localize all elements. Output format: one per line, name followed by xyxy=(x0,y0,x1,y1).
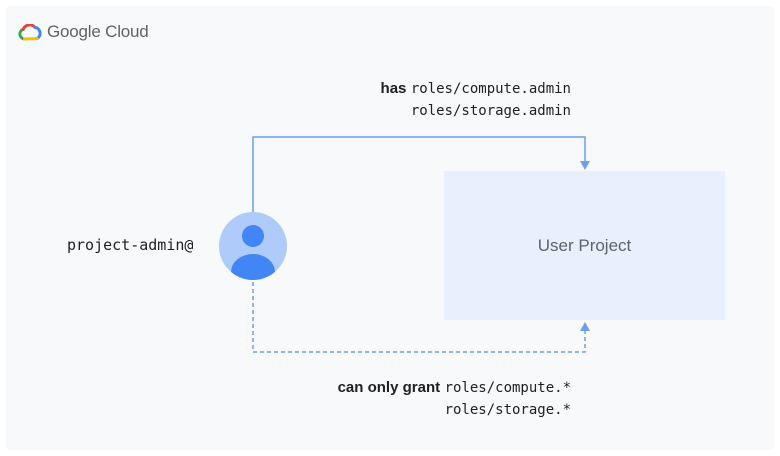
grant-role-2: roles/storage.* xyxy=(444,402,571,418)
logo-text: Google Cloud xyxy=(47,22,149,41)
grant-roles-arrow xyxy=(252,282,586,353)
google-cloud-logo-icon xyxy=(18,23,42,40)
user-project-box: User Project xyxy=(444,171,725,320)
grant-keyword: can only grant xyxy=(337,379,441,396)
principal-label: project-admin@ xyxy=(67,236,194,254)
person-avatar-icon xyxy=(219,212,287,280)
google-cloud-logo: Google Cloud xyxy=(18,22,149,42)
grant-roles-arrowhead xyxy=(580,322,590,331)
has-role-1: roles/compute.admin xyxy=(410,81,571,97)
has-roles-arrowhead xyxy=(580,161,590,170)
has-roles-label: has roles/compute.admin roles/storage.ad… xyxy=(381,78,571,122)
has-keyword: has xyxy=(380,80,407,97)
grant-role-1: roles/compute.* xyxy=(444,380,571,396)
user-project-label: User Project xyxy=(537,235,632,255)
has-role-2: roles/storage.admin xyxy=(410,103,571,119)
grant-roles-label: can only grant roles/compute.* roles/sto… xyxy=(338,377,571,421)
has-roles-arrow xyxy=(252,136,586,214)
